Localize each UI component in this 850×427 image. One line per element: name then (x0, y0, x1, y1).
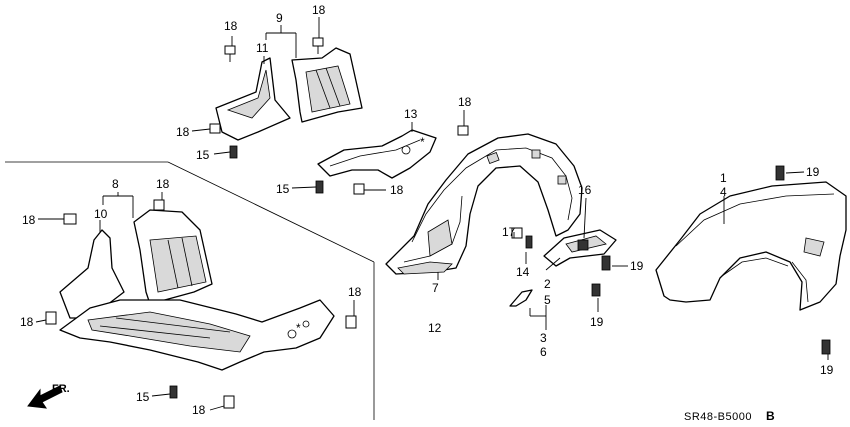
front-direction-arrow: FR. (27, 383, 70, 409)
front-fender (655, 181, 847, 311)
callout-5: 5 (544, 293, 551, 307)
callout-18: 18 (390, 183, 404, 197)
callout-19: 19 (630, 259, 644, 273)
inset-frame (5, 161, 375, 420)
diagram-code-suffix: B (766, 409, 775, 423)
callout-8: 8 (112, 177, 119, 191)
callout-18: 18 (312, 3, 326, 17)
callout-6: 6 (540, 345, 547, 359)
callout-19: 19 (806, 165, 820, 179)
callout-7: 7 (432, 281, 439, 295)
callout-2: 2 (544, 277, 551, 291)
callout-19: 19 (820, 363, 834, 377)
callout-18: 18 (458, 95, 472, 109)
callout-15: 15 (136, 390, 150, 404)
clip (509, 289, 533, 307)
upper-splash-shield (215, 47, 363, 141)
callout-13: 13 (404, 107, 418, 121)
callout-1: 1 (720, 171, 727, 185)
callout-18: 18 (22, 213, 36, 227)
callout-labels: 18 9 18 11 18 15 13 18 15 18 8 18 18 10 … (20, 3, 834, 417)
callout-18: 18 (156, 177, 170, 191)
callout-17: 17 (502, 225, 516, 239)
callout-4: 4 (720, 185, 727, 199)
callout-9: 9 (276, 11, 283, 25)
fasteners (45, 37, 831, 409)
diagram-code: SR48-B5000 B (684, 409, 775, 423)
callout-19: 19 (590, 315, 604, 329)
star-mark: * (296, 321, 301, 335)
callout-18: 18 (20, 315, 34, 329)
callout-18: 18 (176, 125, 190, 139)
inner-fender (385, 133, 583, 275)
diagram-code-number: SR48-B5000 (684, 411, 752, 423)
star-mark: * (420, 135, 425, 149)
callout-10: 10 (94, 207, 108, 221)
leader-lines (35, 17, 829, 411)
front-bracket (317, 129, 437, 179)
front-direction-label: FR. (52, 383, 70, 395)
callout-16: 16 (578, 183, 592, 197)
callout-15: 15 (276, 182, 290, 196)
callout-18: 18 (224, 19, 238, 33)
lower-splash-shield (59, 209, 335, 371)
callout-11: 11 (256, 41, 269, 55)
callout-18: 18 (192, 403, 206, 417)
callout-12: 12 (428, 321, 442, 335)
callout-3: 3 (540, 331, 547, 345)
callout-18: 18 (348, 285, 362, 299)
callout-14: 14 (516, 265, 530, 279)
callout-15: 15 (196, 148, 210, 162)
